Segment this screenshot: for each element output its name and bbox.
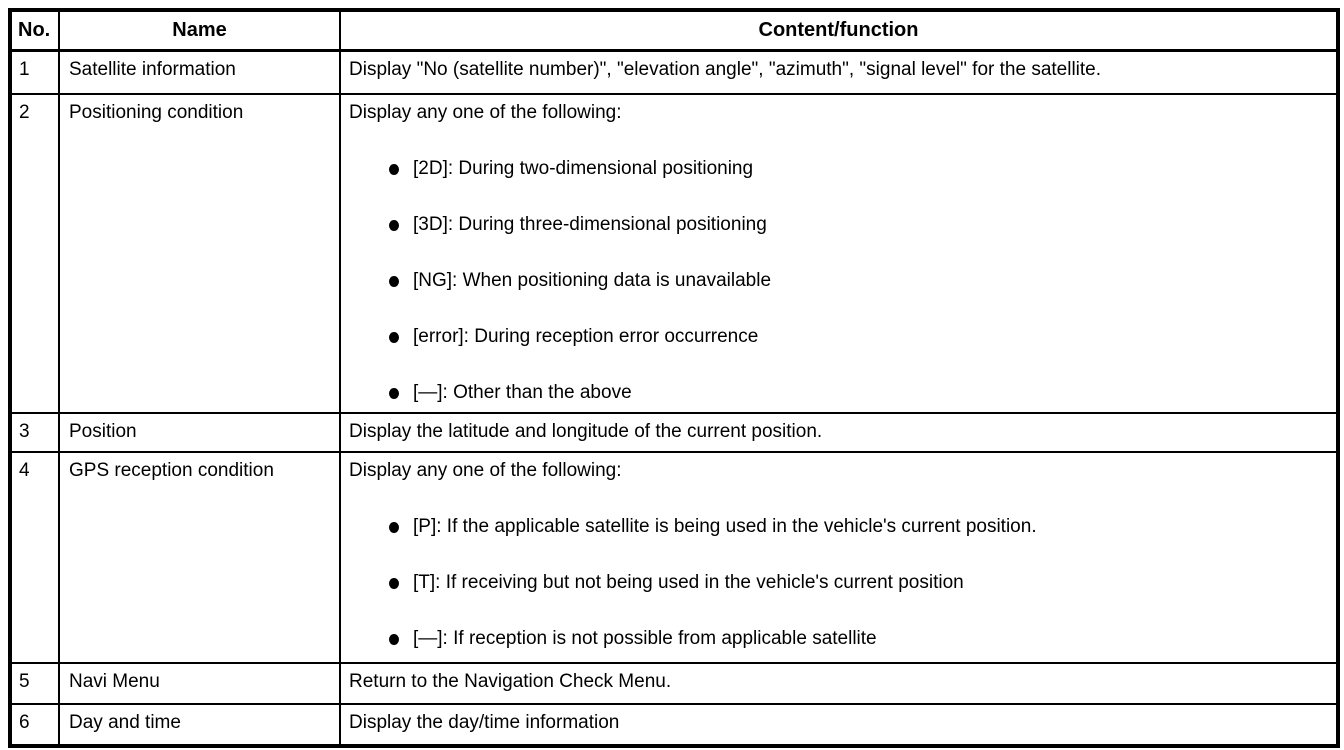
row-number: 3	[9, 412, 60, 453]
row-content: Display the latitude and longitude of th…	[339, 412, 1339, 453]
bullet-text: [3D]: During three-dimensional positioni…	[413, 214, 767, 235]
bullet-icon	[389, 388, 399, 399]
bullet-icon	[389, 164, 399, 175]
content-line: Display the latitude and longitude of th…	[349, 421, 823, 442]
row-name: Positioning condition	[58, 93, 341, 414]
row-number: 4	[9, 451, 60, 664]
bullet-line: [2D]: During two-dimensional positioning	[389, 158, 1330, 180]
bullet-icon	[389, 220, 399, 231]
content-line: Return to the Navigation Check Menu.	[349, 671, 672, 692]
content-line: Display any one of the following:	[349, 102, 622, 123]
row-name: Satellite information	[58, 49, 341, 95]
bullet-icon	[389, 578, 399, 589]
row-name: Position	[58, 412, 341, 453]
bullet-icon	[389, 634, 399, 645]
row-content: Display any one of the following: [2D]: …	[339, 93, 1339, 414]
row-number: 1	[9, 49, 60, 95]
bullet-icon	[389, 522, 399, 533]
row-number: 5	[9, 662, 60, 705]
content-function-table: No. Name Content/function 1 Satellite in…	[8, 8, 1340, 748]
content-line: Display any one of the following:	[349, 460, 622, 481]
bullet-text: [2D]: During two-dimensional positioning	[413, 158, 754, 179]
row-content: Display the day/time information	[339, 703, 1339, 747]
table-row-positioning-condition: 2 Positioning condition Display any one …	[9, 93, 1339, 414]
content-line: Display "No (satellite number)", "elevat…	[349, 58, 1102, 80]
header-row: No. Name Content/function	[9, 9, 1339, 52]
bullet-text: [NG]: When positioning data is unavailab…	[413, 270, 772, 291]
row-content: Return to the Navigation Check Menu.	[339, 662, 1339, 705]
row-name: Navi Menu	[58, 662, 341, 705]
row-content: Display any one of the following: [P]: I…	[339, 451, 1339, 664]
table-row-navi-menu: 5 Navi Menu Return to the Navigation Che…	[9, 662, 1339, 705]
content-line: Display the day/time information	[349, 712, 620, 733]
column-header-name: Name	[58, 9, 341, 52]
bullet-text: [T]: If receiving but not being used in …	[413, 572, 964, 593]
bullet-line: [NG]: When positioning data is unavailab…	[389, 270, 1330, 292]
bullet-line: [error]: During reception error occurren…	[389, 326, 1330, 348]
row-number: 6	[9, 703, 60, 747]
bullet-line: [T]: If receiving but not being used in …	[389, 572, 1330, 594]
bullet-text: [P]: If the applicable satellite is bein…	[413, 516, 1037, 537]
bullet-icon	[389, 276, 399, 287]
table-row-day-and-time: 6 Day and time Display the day/time info…	[9, 703, 1339, 747]
row-number: 2	[9, 93, 60, 414]
bullet-line: [3D]: During three-dimensional positioni…	[389, 214, 1330, 236]
bullet-icon	[389, 332, 399, 343]
bullet-line: [P]: If the applicable satellite is bein…	[389, 516, 1330, 538]
bullet-text: [—]: If reception is not possible from a…	[413, 628, 877, 649]
column-header-no: No.	[9, 9, 60, 52]
bullet-text: [—]: Other than the above	[413, 382, 632, 403]
table-row-gps-reception-condition: 4 GPS reception condition Display any on…	[9, 451, 1339, 664]
table-row-satellite-information: 1 Satellite information Display "No (sat…	[9, 49, 1339, 95]
bullet-line: [—]: If reception is not possible from a…	[389, 628, 1330, 650]
row-content: Display "No (satellite number)", "elevat…	[339, 49, 1339, 95]
table-row-position: 3 Position Display the latitude and long…	[9, 412, 1339, 453]
bullet-line: [—]: Other than the above	[389, 382, 1330, 404]
row-name: Day and time	[58, 703, 341, 747]
row-name: GPS reception condition	[58, 451, 341, 664]
column-header-content-function: Content/function	[339, 9, 1339, 52]
bullet-text: [error]: During reception error occurren…	[413, 326, 759, 347]
